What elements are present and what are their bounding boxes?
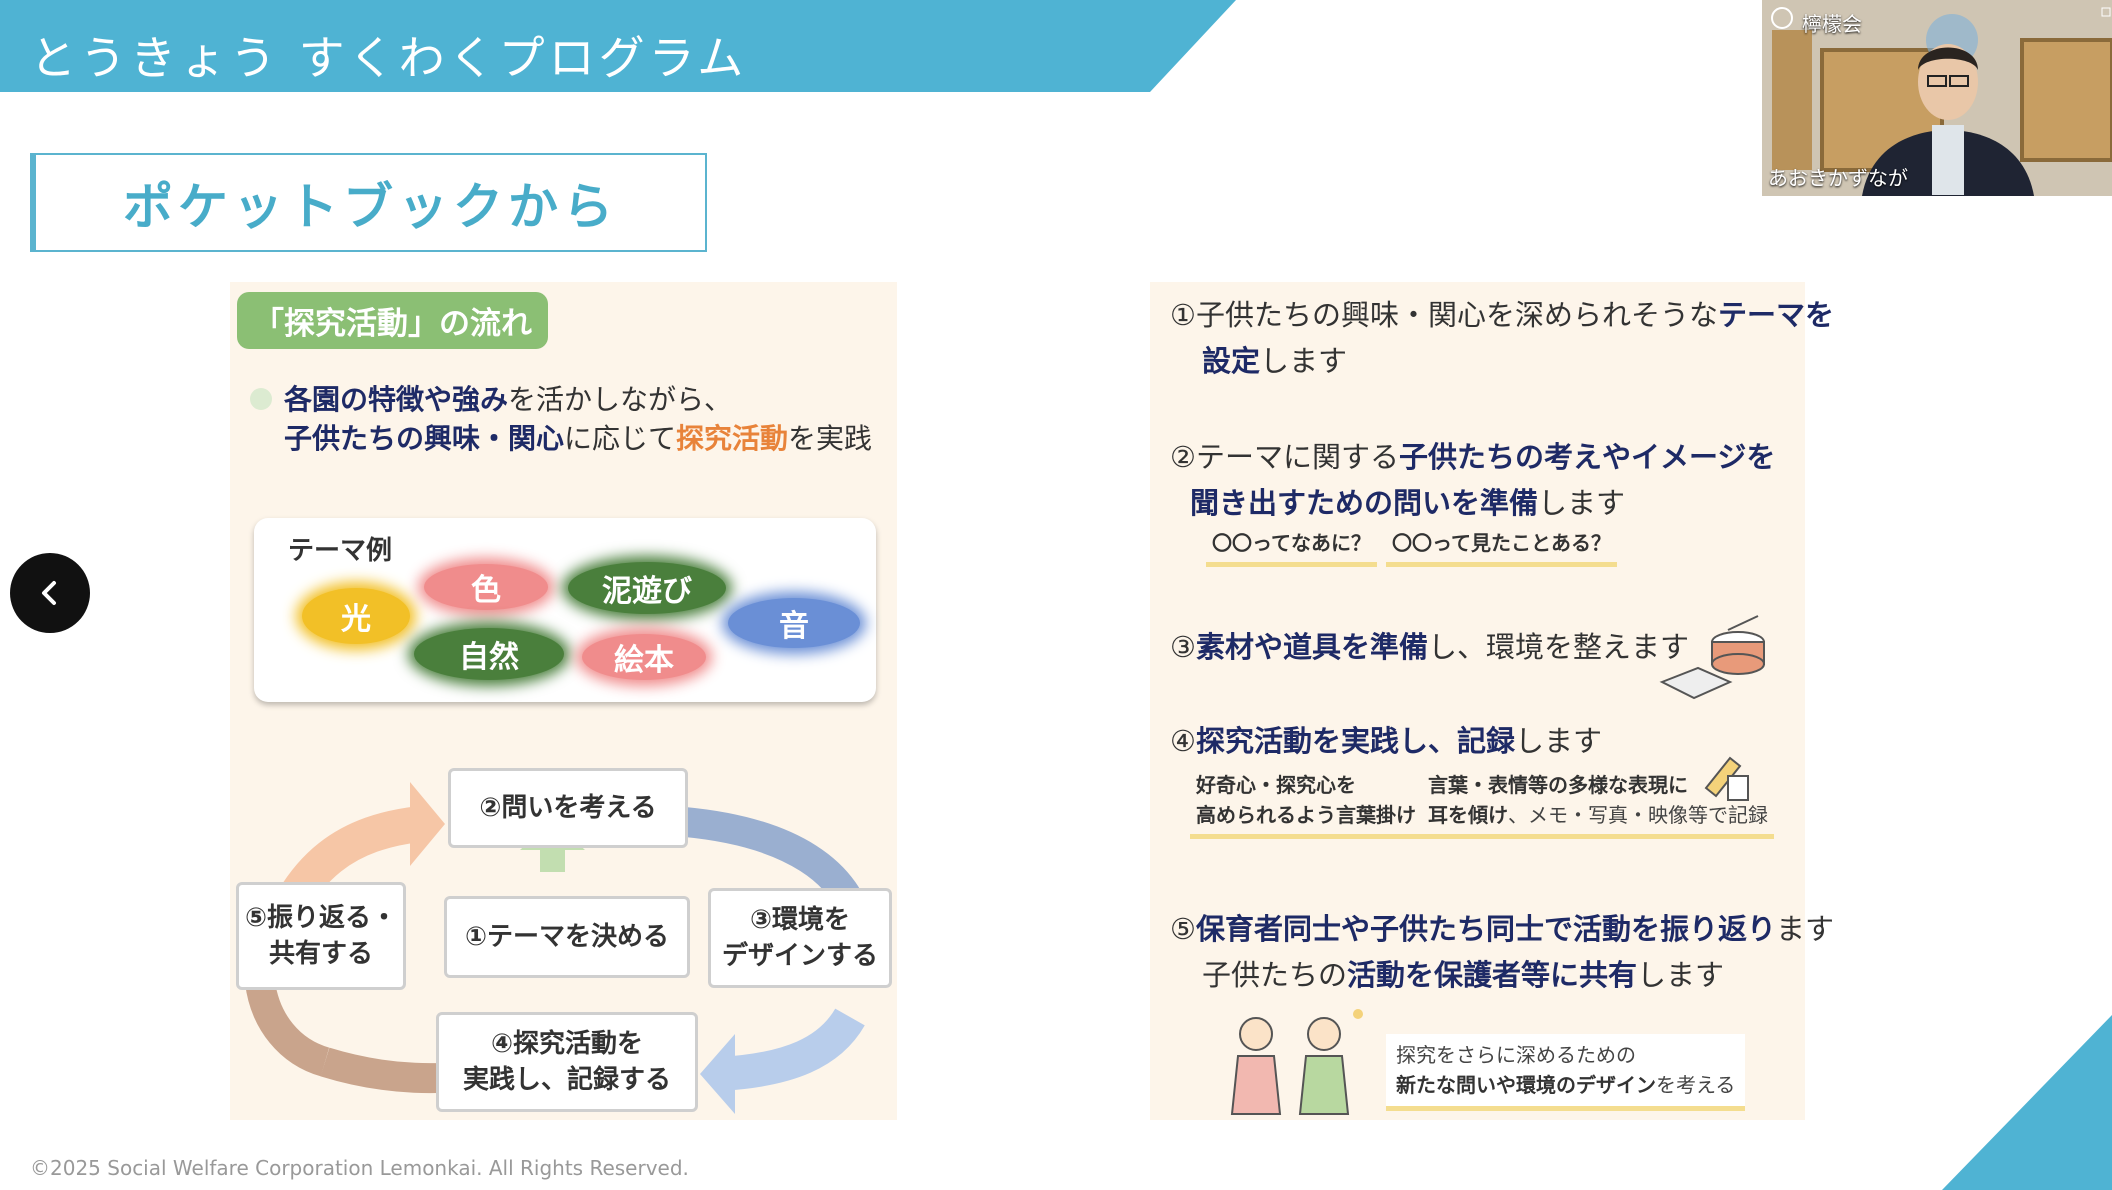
corner-decoration bbox=[1942, 1015, 2112, 1190]
step-3-line-2: デザインする bbox=[721, 941, 878, 971]
item-2-text-a: ②テーマに関する bbox=[1170, 440, 1399, 474]
flow-panel: 「探究活動」の流れ 各園の特徴や強みを活かしながら、 子供たちの興味・関心に応じ… bbox=[230, 282, 897, 1120]
item-4-line: ④探究活動を実践し、記録します bbox=[1170, 718, 1602, 760]
step-box-1: ①テーマを決める bbox=[444, 896, 690, 978]
teachers-illustration bbox=[1230, 1009, 1363, 1115]
pencil-memo-icon bbox=[1704, 756, 1749, 801]
bullet-text-3: を実践 bbox=[788, 422, 873, 455]
item-2-bold-b: 子供たちの考えやイメージを bbox=[1399, 440, 1776, 474]
theme-example-box: テーマ例 光 色 泥遊び 自然 絵本 音 bbox=[254, 518, 876, 702]
item-5-text-a: ⑤ bbox=[1170, 912, 1196, 946]
section-title: ポケットブックから bbox=[123, 177, 618, 236]
item-3-text-a: ③ bbox=[1170, 630, 1196, 664]
item-3-line: ③素材や道具を準備し、環境を整えます bbox=[1170, 624, 1689, 666]
item-4-chip-2-rest: 、メモ・写真・映像等で記録 bbox=[1508, 803, 1768, 827]
header-shape bbox=[0, 0, 1236, 92]
item-5-chip: 探究をさらに深めるための 新たな問いや環境のデザインを考える bbox=[1386, 1034, 1746, 1111]
header-band: とうきょう すくわくプログラム bbox=[0, 0, 1240, 92]
item-5-chip-rest: を考える bbox=[1656, 1073, 1736, 1097]
item-4-chip-1-line-2: 高められるよう言葉掛け bbox=[1196, 803, 1416, 827]
bullet-text-1: を活かしながら、 bbox=[508, 383, 733, 416]
item-4-text-a: ④ bbox=[1170, 724, 1196, 758]
item-1-text-a: ①子供たちの興味・関心を深められそうな bbox=[1170, 298, 1718, 332]
item-4-bold-b: 探究活動を実践し、記録 bbox=[1196, 724, 1516, 758]
item-4-chip-2-line-1: 言葉・表情等の多様な表現に bbox=[1428, 773, 1688, 797]
step-2-label: ②問いを考える bbox=[479, 792, 657, 823]
bullet-bold-1: 各園の特徴や強み bbox=[284, 383, 509, 416]
bullet-line-1: 各園の特徴や強みを活かしながら、 bbox=[284, 378, 732, 418]
step-1-label: ①テーマを決める bbox=[464, 921, 669, 952]
step-4-line-2: 実践し、記録する bbox=[462, 1065, 671, 1095]
item-4-chip-1: 好奇心・探究心を 高められるよう言葉掛け bbox=[1190, 770, 1422, 839]
item-1-bold-b: テーマを bbox=[1718, 298, 1835, 332]
step-box-3: ③環境を デザインする bbox=[708, 888, 892, 988]
item-5-text-c: ます bbox=[1776, 912, 1835, 946]
item-5-text-f: します bbox=[1637, 958, 1725, 992]
step-box-4: ④探究活動を 実践し、記録する bbox=[436, 1012, 698, 1112]
item-2-chip-1: 〇〇ってなあに？ bbox=[1206, 528, 1377, 567]
item-4-chip-2: 言葉・表情等の多様な表現に 耳を傾け、メモ・写真・映像等で記録 bbox=[1422, 770, 1774, 839]
step-3-line-1: ③環境を bbox=[749, 904, 850, 935]
theme-label: テーマ例 bbox=[288, 536, 393, 566]
item-5-chip-bold: 新たな問いや環境のデザイン bbox=[1396, 1073, 1656, 1097]
arrow-lightblue bbox=[718, 1007, 865, 1091]
copyright-text: ©2025 Social Welfare Corporation Lemonka… bbox=[30, 1156, 689, 1180]
step-box-2: ②問いを考える bbox=[448, 768, 688, 848]
theme-blob-ehon: 絵本 bbox=[582, 634, 706, 680]
chevron-left-icon bbox=[42, 581, 56, 605]
item-2-line-2: 聞き出すための問いを準備します bbox=[1190, 480, 1625, 522]
item-4-chip-1-line-1: 好奇心・探究心を bbox=[1196, 773, 1356, 797]
item-2-text-d: します bbox=[1538, 486, 1626, 520]
item-5-line-2: 子供たちの活動を保護者等に共有します bbox=[1202, 952, 1724, 994]
step-5-line-2: 共有する bbox=[268, 939, 373, 969]
section-title-box: ポケットブックから bbox=[30, 153, 707, 252]
item-1-bold-c: 設定 bbox=[1202, 344, 1261, 378]
item-2-chip-2: 〇〇って見たことある？ bbox=[1386, 528, 1617, 567]
step-box-5: ⑤振り返る・ 共有する bbox=[236, 882, 406, 990]
item-3-bold-b: 素材や道具を準備 bbox=[1196, 630, 1429, 664]
bullet-orange: 探究活動 bbox=[676, 422, 789, 455]
item-5-chip-line-1: 探究をさらに深めるための bbox=[1396, 1043, 1636, 1067]
step-4-line-1: ④探究活動を bbox=[490, 1028, 643, 1059]
bullet-text-2: に応じて bbox=[564, 422, 677, 455]
webcam-video[interactable]: 檸檬会 あおきかずなが bbox=[1762, 0, 2112, 196]
item-4-text-c: します bbox=[1515, 724, 1603, 758]
drum-tools-icon bbox=[1659, 615, 1765, 700]
item-1-line-1: ①子供たちの興味・関心を深められそうなテーマを bbox=[1170, 292, 1834, 334]
header-title: とうきょう すくわくプログラム bbox=[30, 31, 748, 85]
webcam-org-label: 檸檬会 bbox=[1802, 12, 1862, 36]
bullet-bold-2: 子供たちの興味・関心 bbox=[284, 422, 565, 455]
theme-blob-oto: 音 bbox=[728, 598, 860, 648]
previous-slide-button[interactable] bbox=[10, 553, 90, 633]
steps-description-panel: ①子供たちの興味・関心を深められそうなテーマを 設定します ②テーマに関する子供… bbox=[1150, 282, 1834, 1120]
step-5-line-1: ⑤振り返る・ bbox=[244, 902, 397, 933]
bullet-line-2: 子供たちの興味・関心に応じて探究活動を実践 bbox=[284, 417, 872, 457]
item-1-line-2: 設定します bbox=[1202, 338, 1347, 380]
item-5-bold-b: 保育者同士や子供たち同士で活動を振り返り bbox=[1196, 912, 1777, 946]
webcam-scene bbox=[1762, 0, 2112, 196]
item-5-text-d: 子供たちの bbox=[1202, 958, 1348, 992]
item-2-line-1: ②テーマに関する子供たちの考えやイメージを bbox=[1170, 434, 1775, 476]
arrow-brown-up bbox=[245, 979, 330, 1077]
item-3-text-c: し、環境を整えます bbox=[1428, 630, 1690, 664]
item-5-line-1: ⑤保育者同士や子供たち同士で活動を振り返ります bbox=[1170, 906, 1834, 948]
item-5-bold-e: 活動を保護者等に共有 bbox=[1347, 958, 1638, 992]
theme-blob-doroasobi: 泥遊び bbox=[568, 562, 726, 614]
theme-blob-shizen: 自然 bbox=[414, 628, 564, 680]
webcam-participant-name: あおきかずなが bbox=[1768, 166, 1908, 190]
flow-tag: 「探究活動」の流れ bbox=[237, 292, 548, 349]
theme-blob-iro: 色 bbox=[424, 564, 548, 610]
arrow-lightblue-head bbox=[700, 1034, 735, 1114]
item-1-text-d: します bbox=[1260, 344, 1348, 378]
bullet-dot bbox=[250, 388, 272, 410]
item-4-chip-2-bold: 耳を傾け bbox=[1428, 803, 1508, 827]
theme-blob-hikari: 光 bbox=[302, 588, 410, 644]
item-2-bold-c: 聞き出すための問いを準備 bbox=[1190, 486, 1539, 520]
arrow-peach-head bbox=[410, 782, 445, 866]
